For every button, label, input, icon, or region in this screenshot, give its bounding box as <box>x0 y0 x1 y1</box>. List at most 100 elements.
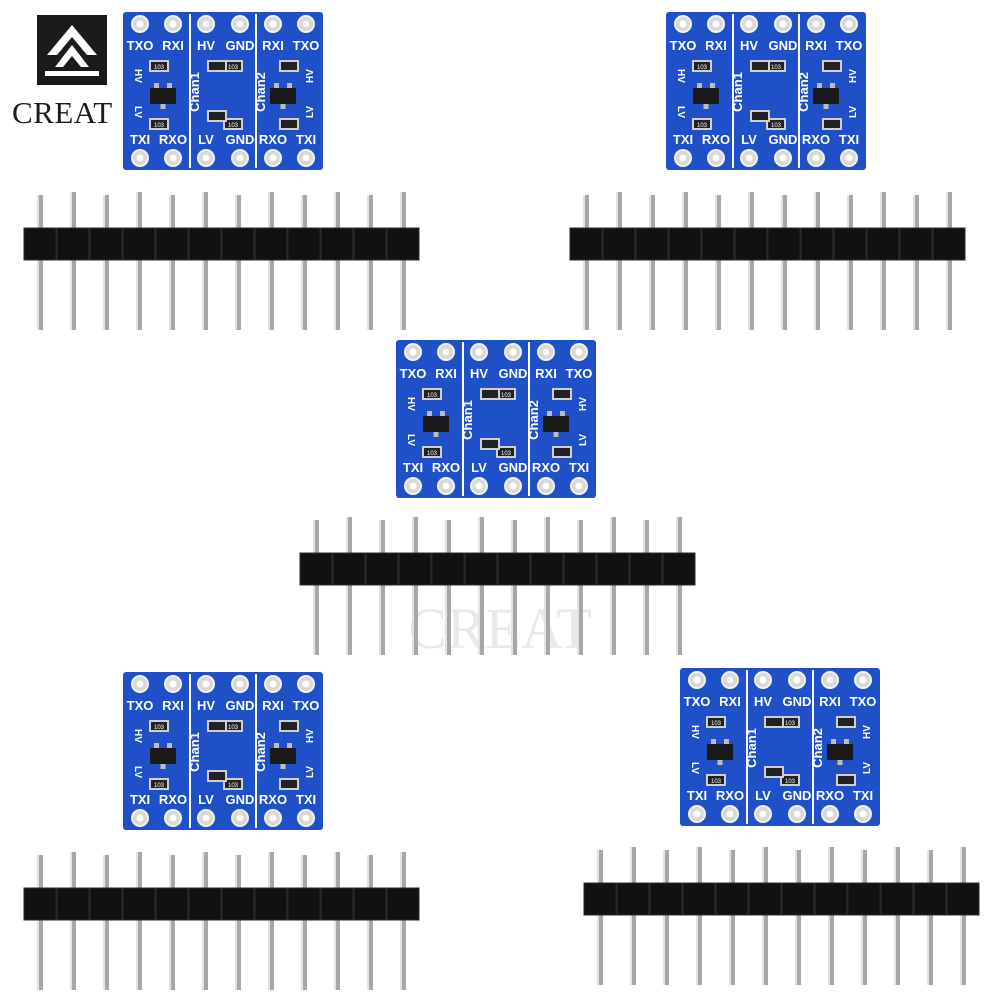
label-bottom: TXI <box>403 460 423 475</box>
label-top: TXO <box>400 366 427 381</box>
header-pin <box>268 852 274 990</box>
smd-resistor <box>822 118 842 130</box>
header-pin <box>828 847 834 985</box>
header-plastic-segment <box>569 227 603 261</box>
header-pin <box>70 852 76 990</box>
smd-resistor <box>422 446 442 458</box>
label-bottom: TXI <box>839 132 859 147</box>
mosfet-chip <box>270 748 296 764</box>
channel-label: Chan1 <box>187 732 202 772</box>
pcb-substrate <box>396 340 596 498</box>
header-plastic-segment <box>386 887 420 921</box>
label-bottom: RXO <box>259 132 287 147</box>
header-pin <box>927 850 933 985</box>
header-plastic-segment <box>89 887 123 921</box>
smd-resistor <box>822 60 842 72</box>
header-pin <box>630 847 636 985</box>
header-plastic-segment <box>635 227 669 261</box>
header-plastic-segment <box>155 227 189 261</box>
mosfet-chip <box>150 748 176 764</box>
resistor-code: 103 <box>228 65 239 71</box>
resistor-code: 103 <box>228 783 239 789</box>
label-top: TXO <box>566 366 593 381</box>
header-plastic-segment <box>596 552 630 586</box>
label-bottom: RXO <box>159 792 187 807</box>
header-plastic-segment <box>748 882 782 916</box>
smd-resistor <box>279 118 299 130</box>
header-pin <box>577 520 583 655</box>
header-pin <box>70 192 76 330</box>
label-bottom: GND <box>226 132 255 147</box>
label-bottom: RXO <box>259 792 287 807</box>
label-bottom: LV <box>198 792 214 807</box>
header-pin <box>583 195 589 330</box>
header-plastic-segment <box>353 887 387 921</box>
header-plastic-segment <box>122 227 156 261</box>
label-bottom: GND <box>499 460 528 475</box>
logo-text: CREAT <box>12 95 113 130</box>
smd-resistor <box>207 60 227 72</box>
header-plastic-segment <box>122 887 156 921</box>
mosfet-chip <box>693 88 719 104</box>
smd-resistor <box>279 778 299 790</box>
header-plastic-segment <box>188 887 222 921</box>
header-plastic-segment <box>221 227 255 261</box>
resistor-code: 103 <box>427 451 438 457</box>
header-pin <box>367 195 373 330</box>
smd-resistor <box>149 778 169 790</box>
watermark: CREAT <box>360 565 640 661</box>
label-top: RXI <box>162 698 184 713</box>
header-plastic-segment <box>464 552 498 586</box>
label-top: HV <box>754 694 772 709</box>
resistor-code: 103 <box>785 779 796 785</box>
smd-resistor <box>750 60 770 72</box>
side-label: LV <box>578 434 589 446</box>
header-pin <box>103 195 109 330</box>
header-pin <box>880 192 886 330</box>
label-bottom: RXO <box>702 132 730 147</box>
header-pin <box>616 192 622 330</box>
brand-logo: CREAT <box>12 15 132 135</box>
header-pin <box>268 192 274 330</box>
header-pin <box>400 852 406 990</box>
header-plastic-segment <box>932 227 966 261</box>
resistor-code: 103 <box>154 65 165 71</box>
resistor-code: 103 <box>228 123 239 129</box>
pin-header-graphic <box>583 847 980 985</box>
mosfet-chip <box>707 744 733 760</box>
label-bottom: RXO <box>802 132 830 147</box>
header-pin <box>478 517 484 655</box>
resistor-code: 103 <box>711 721 722 727</box>
header-pin <box>781 195 787 330</box>
label-bottom: LV <box>198 132 214 147</box>
header-plastic-segment <box>668 227 702 261</box>
header-plastic-segment <box>913 882 947 916</box>
pcb-substrate <box>123 672 323 830</box>
header-pin <box>511 520 517 655</box>
header-pin <box>367 855 373 990</box>
header-pin <box>379 520 385 655</box>
side-label: HV <box>405 397 416 411</box>
header-plastic-segment <box>781 882 815 916</box>
label-top: HV <box>470 366 488 381</box>
pin-header-top-left <box>20 190 440 340</box>
side-label: LV <box>675 106 686 118</box>
header-plastic-segment <box>320 227 354 261</box>
side-label: LV <box>689 762 700 774</box>
smd-resistor <box>750 110 770 122</box>
label-top: RXI <box>535 366 557 381</box>
channel-label: Chan2 <box>526 400 541 440</box>
header-plastic-segment <box>431 552 465 586</box>
side-label: HV <box>578 397 589 411</box>
label-top: RXI <box>705 38 727 53</box>
side-label: HV <box>305 729 316 743</box>
header-plastic-segment <box>287 887 321 921</box>
header-pin <box>676 517 682 655</box>
